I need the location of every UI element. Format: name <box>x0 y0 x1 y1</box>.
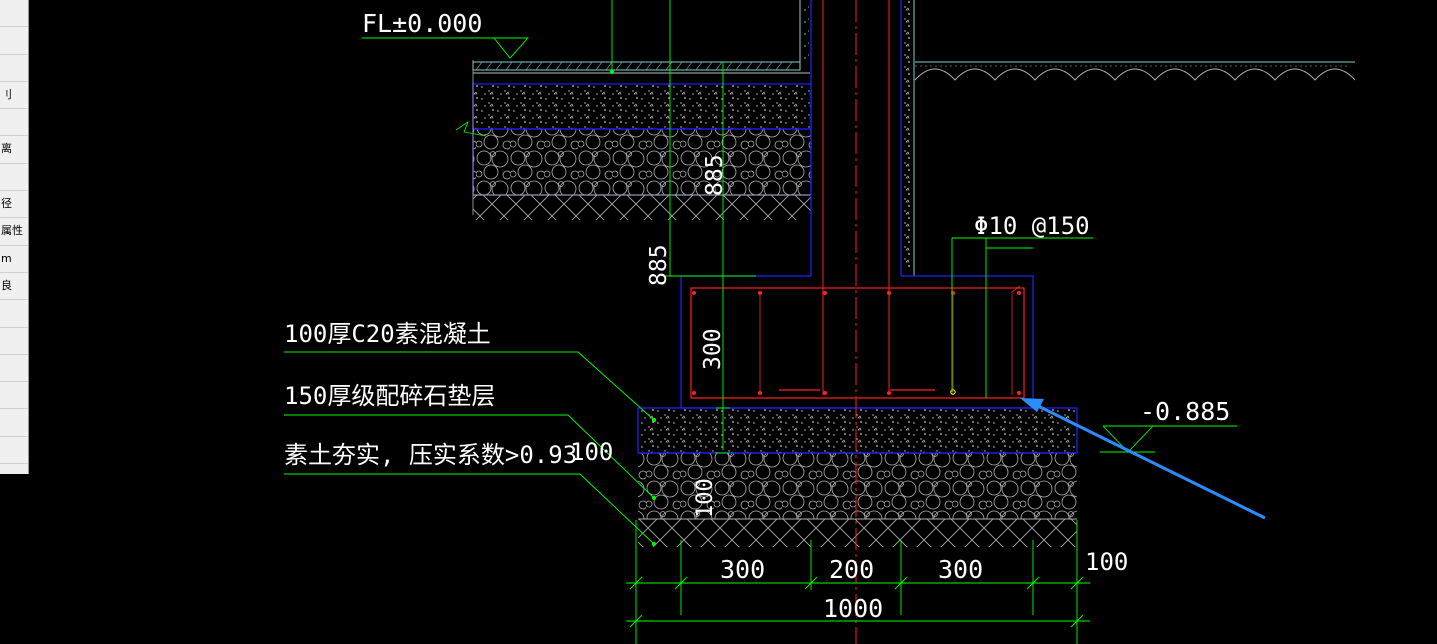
pointer-arrow <box>1020 398 1266 520</box>
rebar-dot <box>692 391 696 395</box>
left-tool-panel: 刂 离 径 属性 m 良 <box>0 0 29 474</box>
panel-row[interactable] <box>0 300 28 328</box>
bottom-dim-300-right: 300 <box>938 555 983 584</box>
rebar-dot <box>758 291 762 295</box>
rebar-dot <box>887 291 891 295</box>
dim-100-left: 100 <box>570 438 613 466</box>
panel-row-6[interactable]: 良 <box>0 273 28 301</box>
panel-row-3[interactable]: 径 <box>0 191 28 219</box>
footing-depth-label-rotated: 885 <box>702 154 728 196</box>
panel-row[interactable] <box>0 109 28 137</box>
floor-level-label: FL±0.000 <box>362 9 482 38</box>
floor-slab <box>455 60 812 220</box>
dimension-lines <box>284 0 1237 644</box>
panel-row[interactable] <box>0 355 28 383</box>
footing <box>680 275 1034 409</box>
panel-row[interactable] <box>0 164 28 192</box>
panel-row[interactable] <box>0 55 28 82</box>
rebar-dot <box>1017 291 1021 295</box>
rebar-spec-label: Φ10 @150 <box>974 212 1090 240</box>
panel-row[interactable] <box>0 0 28 28</box>
rebar-dot <box>1017 391 1021 395</box>
rebar-dot <box>758 391 762 395</box>
panel-row-1[interactable]: 刂 <box>0 82 28 110</box>
rebar-dot <box>823 391 827 395</box>
bottom-dim-300-left: 300 <box>720 555 765 584</box>
dim-100-rotated: 100 <box>693 478 718 518</box>
panel-row[interactable] <box>0 409 28 437</box>
layer-note-soil: 素土夯实, 压实系数>0.93 <box>284 441 577 469</box>
natural-ground-hatch <box>914 61 1356 81</box>
panel-row[interactable] <box>0 437 28 465</box>
rebar-dot <box>823 291 827 295</box>
total-width-label: 1000 <box>823 594 883 623</box>
panel-row-4[interactable]: 属性 <box>0 218 28 246</box>
panel-row-5[interactable]: m <box>0 246 28 273</box>
panel-row[interactable] <box>0 382 28 410</box>
footing-base-layers <box>637 407 1078 547</box>
layer-note-concrete: 100厚C20素混凝土 <box>284 320 491 348</box>
panel-row[interactable] <box>0 328 28 355</box>
layer-note-gravel: 150厚级配碎石垫层 <box>284 382 495 410</box>
elevation-label: -0.885 <box>1140 397 1230 426</box>
wall-column <box>799 0 915 395</box>
rebar-dot <box>692 291 696 295</box>
panel-row[interactable] <box>0 27 28 55</box>
footing-depth-label: 885 <box>646 244 672 286</box>
dim-100-right: 100 <box>1085 548 1128 576</box>
bottom-dim-200: 200 <box>829 555 874 584</box>
rebar-dot <box>887 391 891 395</box>
rebar-marker <box>950 389 956 395</box>
footing-height-label: 300 <box>700 328 726 370</box>
panel-row-2[interactable]: 离 <box>0 136 28 164</box>
